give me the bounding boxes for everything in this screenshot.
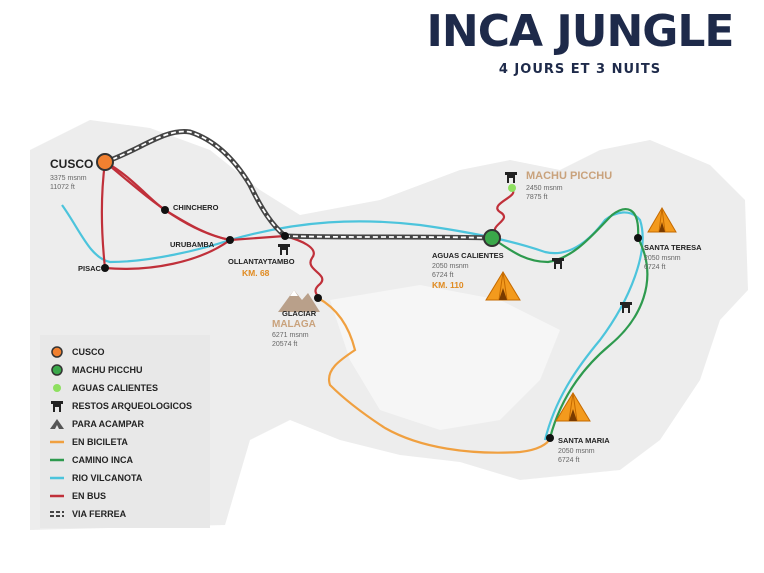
- header: INCA JUNGLE 4 JOURS ET 3 NUITS: [410, 6, 750, 77]
- bus-routes: [100, 161, 515, 299]
- chinchero-label: CHINCHERO: [173, 203, 219, 212]
- inca-trail-line-icon: [48, 453, 66, 467]
- chinchero-marker: [161, 206, 169, 214]
- aguas-calientes-km: KM. 110: [432, 280, 464, 290]
- map-legend: CUSCO MACHU PICCHU AGUAS CALIENTES RESTO…: [40, 335, 210, 528]
- legend-item: CAMINO INCA: [48, 453, 133, 467]
- santa-teresa-alt-m: 2050 msnm: [644, 255, 681, 262]
- machu-picchu-alt-ft: 7875 ft: [526, 194, 547, 201]
- cusco-alt-m: 3375 msnm: [50, 175, 87, 182]
- santa-maria-marker: [546, 434, 554, 442]
- santa-maria-alt-ft: 6724 ft: [558, 457, 579, 464]
- ollantaytambo-marker: [281, 232, 289, 240]
- santa-maria-label: SANTA MARIA: [558, 436, 610, 445]
- page-subtitle: 4 JOURS ET 3 NUITS: [498, 62, 662, 77]
- santa-teresa-label: SANTA TERESA: [644, 243, 702, 252]
- aguas-calientes-dot-icon: [48, 381, 66, 395]
- santa-teresa-alt-ft: 6724 ft: [644, 264, 665, 271]
- bus-line-icon: [48, 489, 66, 503]
- cusco-dot-icon: [48, 345, 66, 359]
- inca-trail-route: [491, 208, 649, 439]
- bike-line-icon: [48, 435, 66, 449]
- glaciar-name2: MALAGA: [272, 319, 316, 330]
- machu-picchu-dot-icon: [48, 363, 66, 377]
- ruins-icon: [48, 399, 66, 413]
- tent-icon: [48, 417, 66, 431]
- ruins-icon: [278, 244, 290, 255]
- santa-teresa-marker: [634, 234, 642, 242]
- cusco-marker: [96, 153, 114, 171]
- legend-item: RESTOS ARQUEOLOGICOS: [48, 399, 192, 413]
- ruins-icon: [552, 258, 564, 269]
- machu-picchu-alt-m: 2450 msnm: [526, 185, 563, 192]
- machu-picchu-marker: [508, 184, 516, 192]
- river-vilcanota: [61, 204, 644, 441]
- bike-route: [317, 297, 552, 454]
- tent-icon: [555, 392, 591, 422]
- ruins-icon: [505, 172, 517, 183]
- legend-item: AGUAS CALIENTES: [48, 381, 158, 395]
- tent-icon: [485, 271, 521, 301]
- legend-item: VIA FERREA: [48, 507, 126, 521]
- urubamba-marker: [226, 236, 234, 244]
- page-title: INCA JUNGLE: [426, 6, 735, 57]
- glaciar-alt-ft: 20574 ft: [272, 341, 297, 348]
- ollantaytambo-km: KM. 68: [242, 268, 270, 278]
- tent-icon: [647, 207, 677, 233]
- santa-maria-alt-m: 2050 msnm: [558, 448, 595, 455]
- legend-item: PARA ACAMPAR: [48, 417, 144, 431]
- aguas-calientes-marker: [483, 229, 501, 247]
- legend-item: CUSCO: [48, 345, 105, 359]
- glaciar-label: GLACIAR: [282, 309, 317, 318]
- cusco-alt-ft: 11072 ft: [50, 184, 75, 191]
- aguas-calientes-alt-m: 2050 msnm: [432, 263, 469, 270]
- glaciar-marker: [314, 294, 322, 302]
- terrain-light: [330, 285, 560, 430]
- railway-lines: [104, 129, 493, 241]
- legend-item: EN BUS: [48, 489, 106, 503]
- ruins-icon: [620, 302, 632, 313]
- river-line-icon: [48, 471, 66, 485]
- aguas-calientes-alt-ft: 6724 ft: [432, 272, 453, 279]
- pisac-marker: [101, 264, 109, 272]
- pisac-label: PISAC: [78, 264, 102, 273]
- ollantaytambo-label: OLLANTAYTAMBO: [228, 257, 295, 266]
- glaciar-alt-m: 6271 msnm: [272, 332, 309, 339]
- legend-item: EN BICILETA: [48, 435, 128, 449]
- legend-item: RIO VILCANOTA: [48, 471, 142, 485]
- aguas-calientes-label: AGUAS CALIENTES: [432, 251, 504, 260]
- machu-picchu-label: MACHU PICCHU: [526, 170, 612, 182]
- glacier-mountain-icon: [278, 290, 320, 312]
- railway-line-icon: [48, 507, 66, 521]
- urubamba-label: URUBAMBA: [170, 240, 215, 249]
- cusco-label: CUSCO: [50, 157, 93, 171]
- legend-item: MACHU PICCHU: [48, 363, 143, 377]
